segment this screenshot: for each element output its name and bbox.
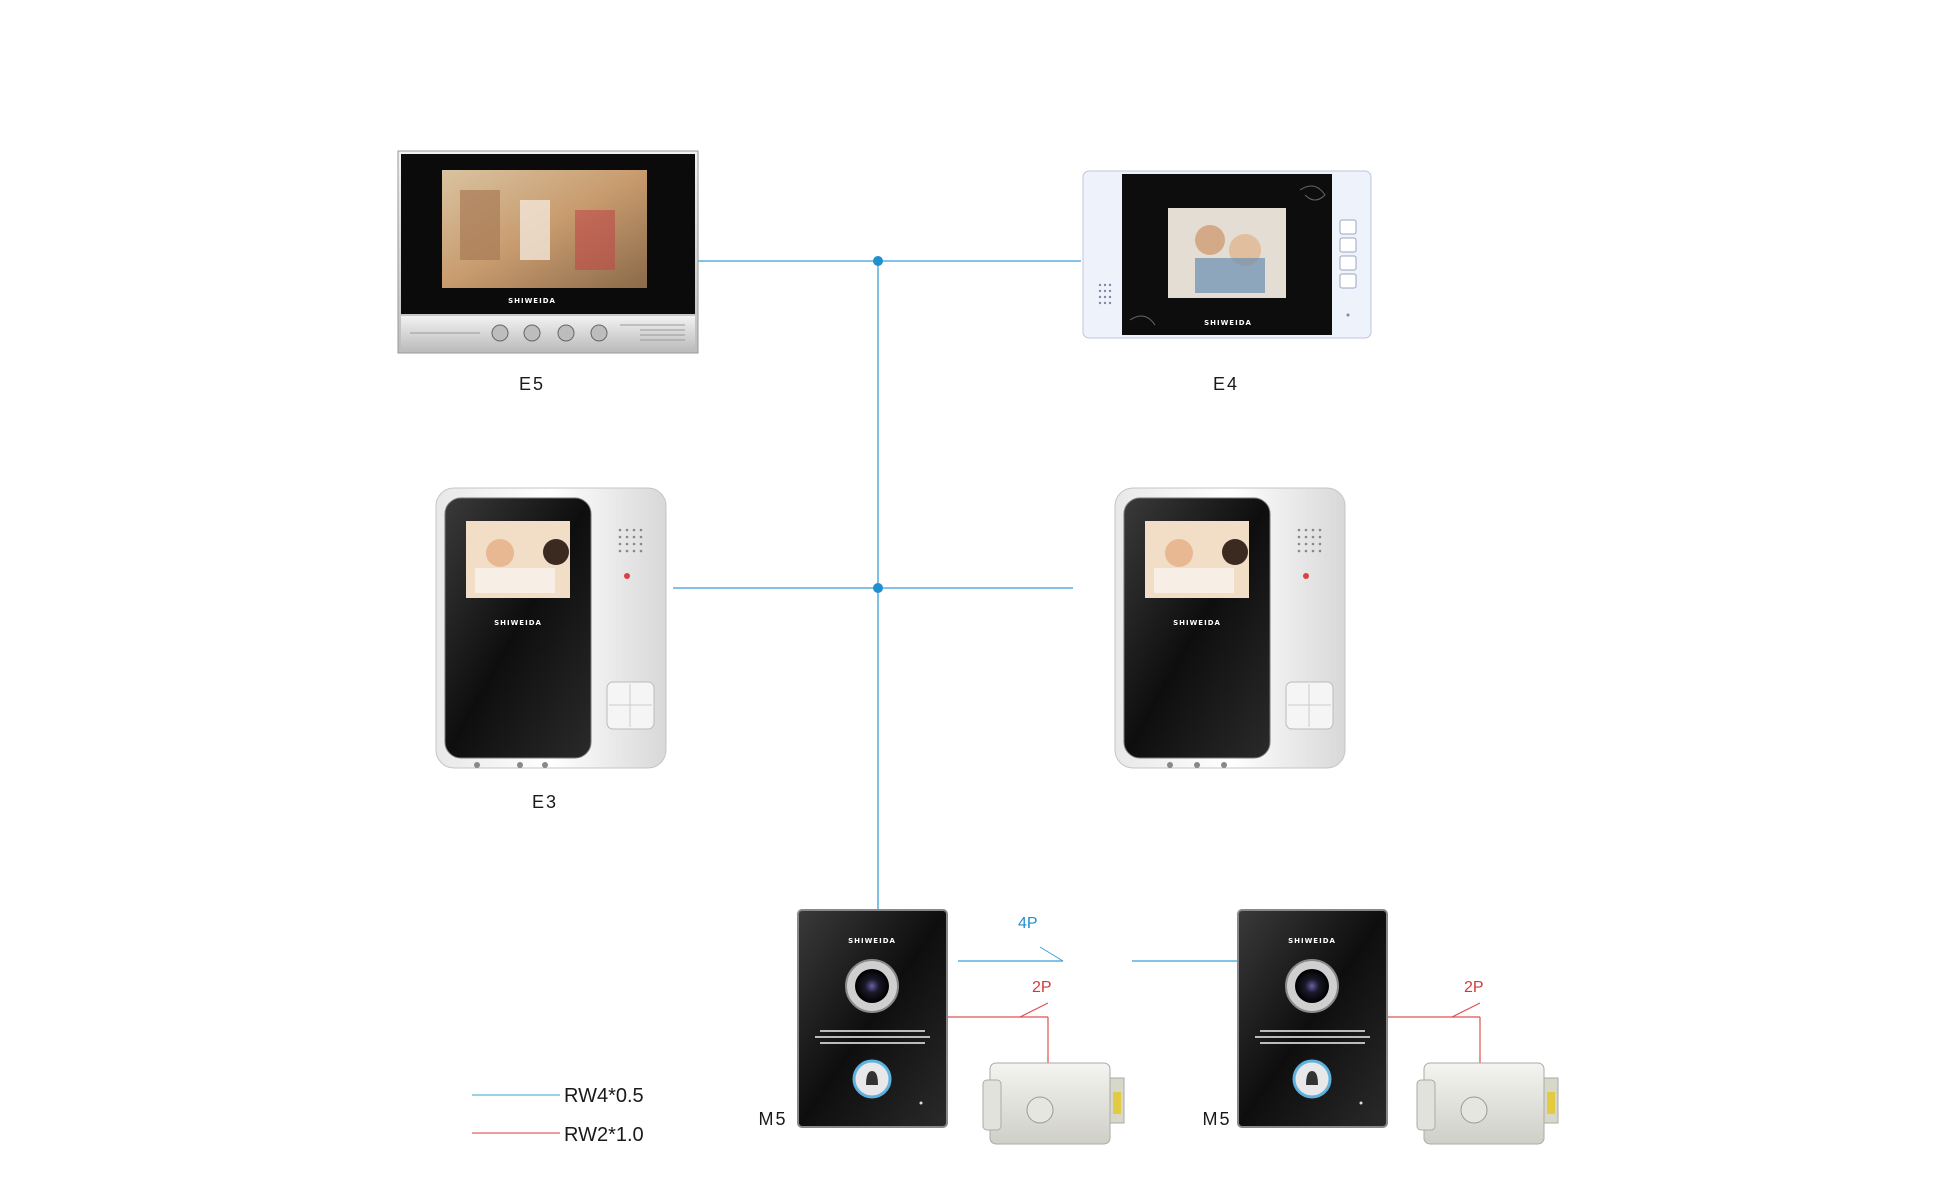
signal-wires — [673, 256, 1238, 962]
legend-label-power: RW2*1.0 — [564, 1124, 644, 1146]
monitor-e4-button-2 — [1339, 237, 1357, 253]
monitor-e4-button-4 — [1339, 273, 1357, 289]
monitor-e4-label: E4 — [1213, 374, 1239, 394]
monitor-e4-button-1 — [1339, 219, 1357, 235]
wire-lock-right — [1387, 1002, 1481, 1018]
monitor-e3-left: SHIWEIDA — [435, 487, 667, 769]
monitor-e5: SHIWEIDA — [397, 150, 699, 354]
monitor-e4-brand: SHIWEIDA — [1204, 319, 1252, 327]
monitor-e5-button-1 — [491, 324, 509, 342]
monitor-e3-label: E3 — [532, 792, 558, 812]
door-station-m5-left: SHIWEIDA — [797, 909, 948, 1128]
monitor-e5-button-4 — [590, 324, 608, 342]
legend: RW4*0.5 RW2*1.0 — [472, 1085, 644, 1146]
junction-middle — [873, 583, 883, 593]
monitor-e3-right-brand: SHIWEIDA — [1173, 619, 1221, 627]
monitor-e3-right: SHIWEIDA — [1114, 487, 1346, 769]
monitor-e3-left-brand: SHIWEIDA — [494, 619, 542, 627]
lock-cable-label-left: 2P — [1032, 979, 1052, 996]
wire-lock-left — [947, 1002, 1049, 1018]
door-station-m5-left-brand: SHIWEIDA — [848, 937, 896, 945]
monitor-e4-button-3 — [1339, 255, 1357, 271]
electric-lock-left — [982, 1062, 1125, 1145]
power-wires — [947, 1002, 1481, 1063]
legend-label-signal: RW4*0.5 — [564, 1085, 644, 1107]
monitor-e5-button-3 — [557, 324, 575, 342]
bus-cable-label: 4P — [1018, 915, 1038, 932]
door-station-m5-right-brand: SHIWEIDA — [1288, 937, 1336, 945]
wire-m5-link-tick — [1039, 946, 1064, 962]
junction-top — [873, 256, 883, 266]
lock-cable-label-right: 2P — [1464, 979, 1484, 996]
monitor-e5-button-2 — [523, 324, 541, 342]
monitor-e4: SHIWEIDA — [1082, 170, 1372, 339]
door-station-m5-right-label: M5 — [1202, 1109, 1231, 1129]
door-station-m5-left-label: M5 — [758, 1109, 787, 1129]
monitor-e5-brand: SHIWEIDA — [508, 297, 556, 305]
electric-lock-right — [1416, 1062, 1559, 1145]
door-station-m5-right: SHIWEIDA — [1237, 909, 1388, 1128]
monitor-e5-label: E5 — [519, 374, 545, 394]
